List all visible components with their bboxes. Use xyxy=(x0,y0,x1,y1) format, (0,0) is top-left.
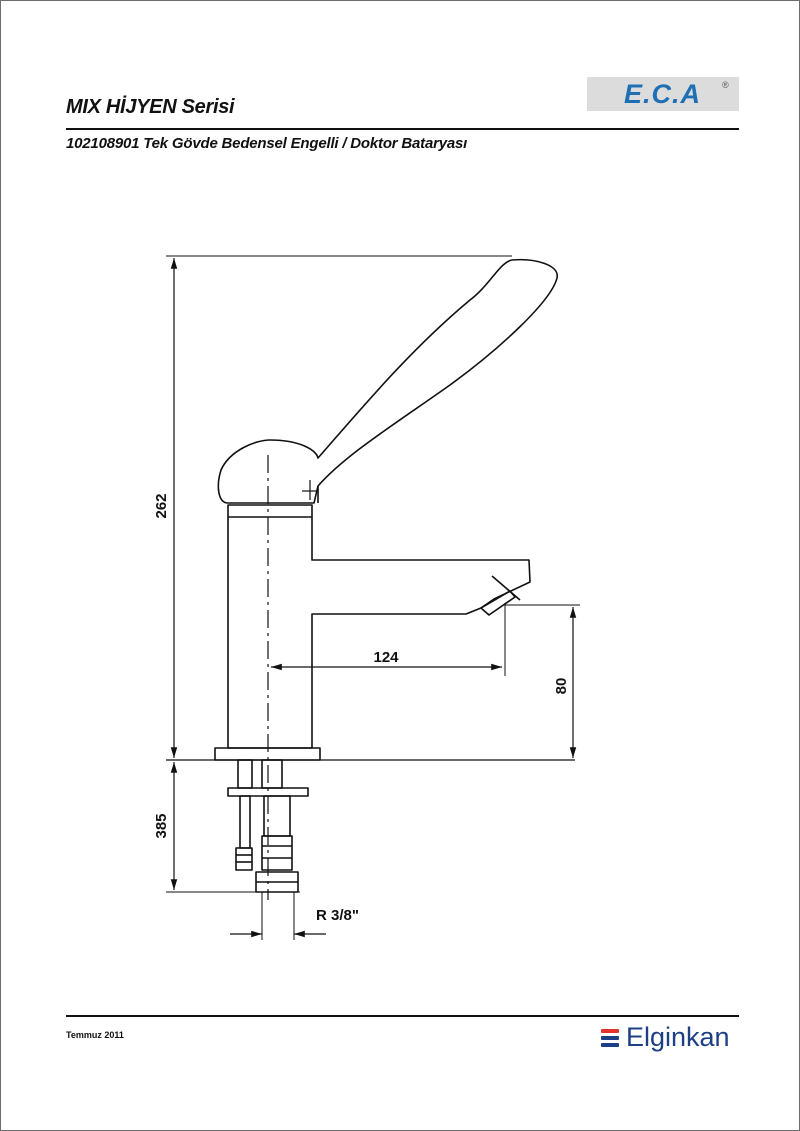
dim-spout-reach: 124 xyxy=(373,649,399,666)
aerator xyxy=(480,590,516,616)
registered-mark: ® xyxy=(722,80,729,90)
product-title: 102108901 Tek Gövde Bedensel Engelli / D… xyxy=(66,135,468,152)
supply-hose xyxy=(255,759,299,893)
dim-spout-height: 80 xyxy=(553,678,570,695)
dim-connection: R 3/8" xyxy=(316,907,359,924)
elginkan-logo-icon xyxy=(601,1028,621,1050)
series-title: MIX HİJYEN Serisi xyxy=(66,96,235,118)
header-rule xyxy=(66,128,739,130)
date-label: Temmuz 2011 xyxy=(66,1030,124,1040)
lever-handle xyxy=(217,258,558,504)
dim-total-height: 262 xyxy=(153,493,170,518)
collar xyxy=(227,504,313,518)
elginkan-logo-text: Elginkan xyxy=(626,1022,730,1052)
eca-logo-text: E.C.A xyxy=(624,79,702,109)
dim-below-counter: 385 xyxy=(153,813,170,838)
faucet-body xyxy=(227,517,531,749)
eca-logo xyxy=(587,77,739,111)
footer-rule xyxy=(66,1015,739,1017)
